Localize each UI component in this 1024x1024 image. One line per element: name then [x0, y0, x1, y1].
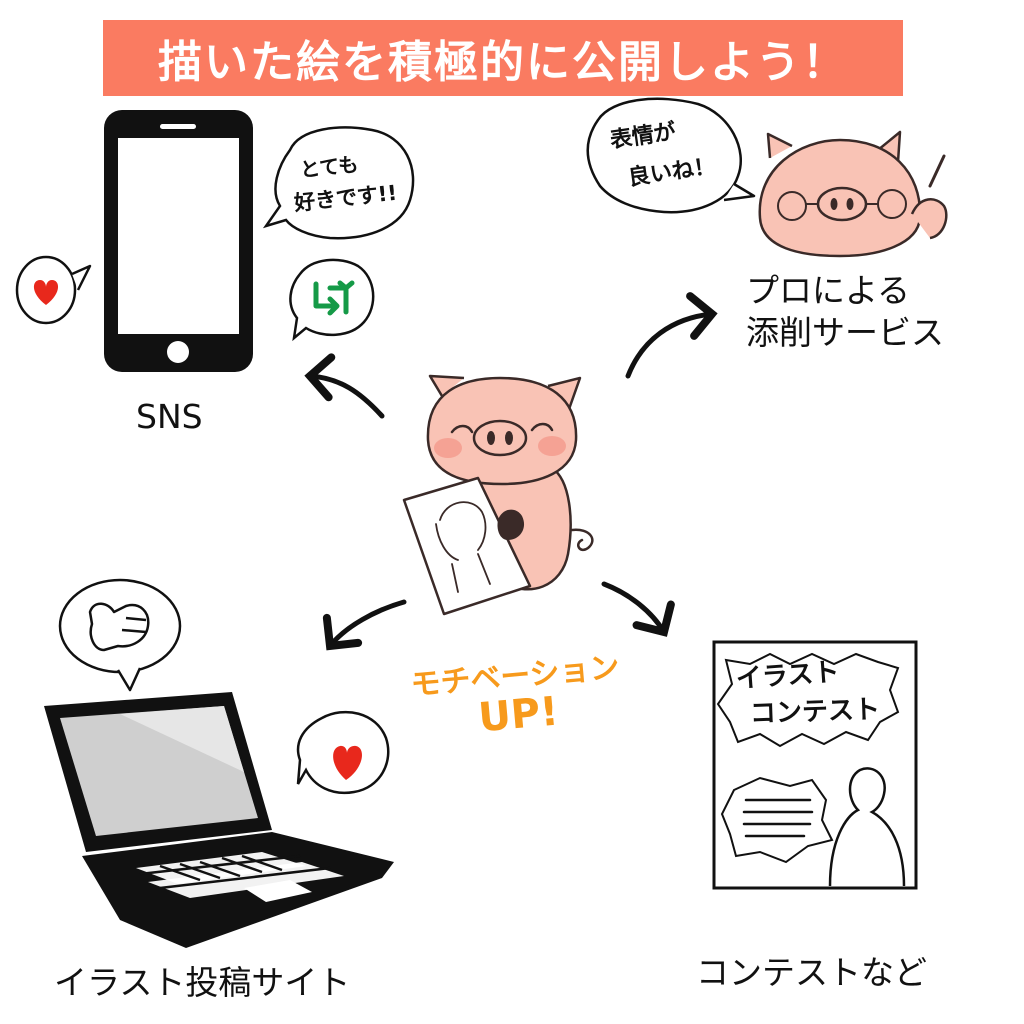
- pen-icon: [928, 154, 946, 188]
- arrow-to-contest: [601, 581, 675, 637]
- bubble-contest-line2: コンテスト: [749, 694, 881, 730]
- smartphone-icon: [104, 110, 253, 372]
- comment-bubble-sns: [262, 126, 415, 240]
- repost-icon: [313, 280, 355, 316]
- arrow-to-sns: [304, 353, 385, 419]
- heart-icon: [33, 280, 59, 305]
- thumbs-up-bubble: [58, 578, 182, 692]
- label-contest: コンテストなど: [696, 953, 927, 992]
- pro-pig-mascot: [758, 130, 948, 258]
- comment-bubble-pro: [586, 97, 756, 214]
- heart-bubble-laptop: [296, 710, 390, 795]
- arrow-to-pro: [625, 292, 718, 379]
- heart-icon: [333, 745, 362, 780]
- center-pig-mascot: [402, 374, 594, 616]
- label-pro-line2: 添削サービス: [746, 313, 944, 352]
- arrows: [304, 292, 718, 651]
- arrow-to-illust-site: [322, 599, 407, 651]
- contest-poster: [712, 640, 918, 890]
- label-pro-line1: プロによる: [746, 271, 911, 310]
- laptop-icon: [44, 692, 394, 948]
- label-sns: SNS: [136, 397, 203, 436]
- page-title: 描いた絵を積極的に公開しよう！: [158, 37, 848, 88]
- label-illust-site: イラスト投稿サイト: [54, 963, 351, 1002]
- thumbs-up-icon: [88, 602, 150, 652]
- title-banner: 描いた絵を積極的に公開しよう！: [103, 20, 903, 96]
- repost-bubble: [289, 258, 375, 342]
- heart-bubble: [15, 255, 92, 325]
